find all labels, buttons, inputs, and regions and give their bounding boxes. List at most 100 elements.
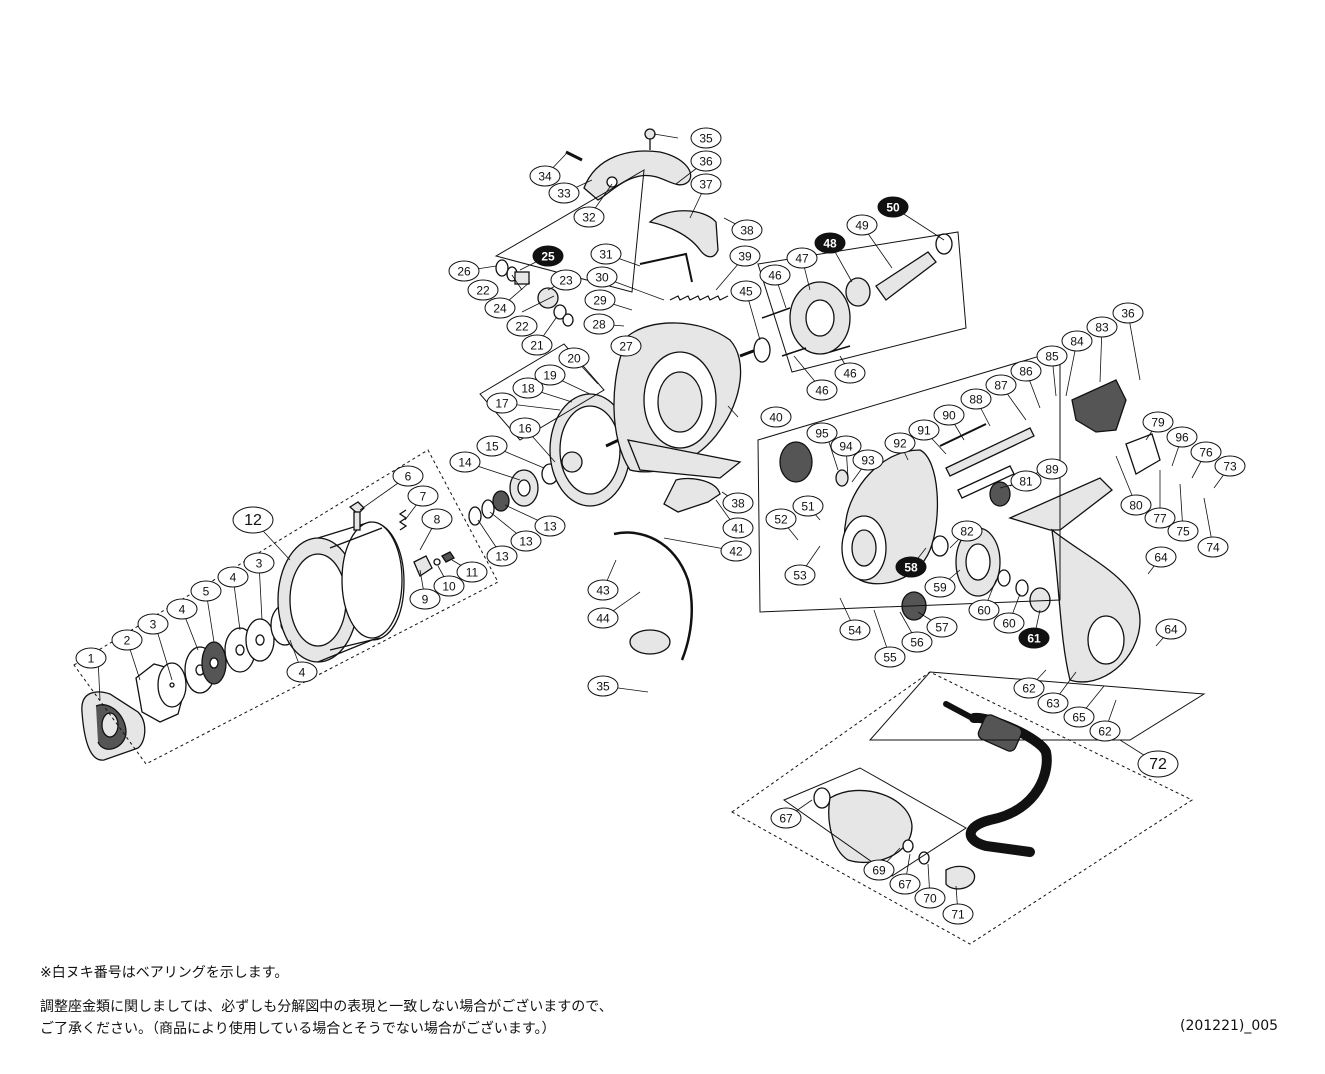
part-callout-p40[interactable]: 40	[760, 406, 792, 428]
part-callout-p80[interactable]: 80	[1120, 494, 1152, 516]
part-callout-p62b[interactable]: 62	[1089, 720, 1121, 742]
part-callout-p38b[interactable]: 38	[722, 492, 754, 514]
part-callout-p37[interactable]: 37	[690, 173, 722, 195]
part-callout-p13c[interactable]: 13	[534, 515, 566, 537]
part-callout-p60b[interactable]: 60	[993, 612, 1025, 634]
part-callout-p14[interactable]: 14	[449, 451, 481, 473]
part-callout-p13b[interactable]: 13	[510, 530, 542, 552]
part-callout-p50[interactable]: 50	[877, 196, 909, 218]
part-callout-p41[interactable]: 41	[722, 517, 754, 539]
part-callout-p6[interactable]: 6	[392, 465, 424, 487]
group-callout-g72[interactable]: 72	[1137, 750, 1179, 778]
part-callout-p51[interactable]: 51	[792, 495, 824, 517]
part-callout-p84[interactable]: 84	[1061, 330, 1093, 352]
part-callout-p8[interactable]: 8	[421, 508, 453, 530]
part-callout-p83[interactable]: 83	[1086, 316, 1118, 338]
part-callout-p59[interactable]: 59	[924, 576, 956, 598]
part-callout-p71[interactable]: 71	[942, 903, 974, 925]
part-callout-p39[interactable]: 39	[729, 245, 761, 267]
part-callout-p25[interactable]: 25	[532, 245, 564, 267]
part-callout-p3a[interactable]: 3	[137, 613, 169, 635]
part-callout-p46b[interactable]: 46	[806, 379, 838, 401]
part-callout-p30[interactable]: 30	[586, 266, 618, 288]
part-callout-p58[interactable]: 58	[895, 556, 927, 578]
part-callout-p36a[interactable]: 36	[690, 150, 722, 172]
part-callout-p2[interactable]: 2	[111, 629, 143, 651]
part-callout-p26[interactable]: 26	[448, 260, 480, 282]
part-callout-p85[interactable]: 85	[1036, 345, 1068, 367]
part-callout-p91[interactable]: 91	[908, 419, 940, 441]
part-callout-p61[interactable]: 61	[1018, 627, 1050, 649]
part-callout-p54[interactable]: 54	[839, 619, 871, 641]
part-callout-p55[interactable]: 55	[874, 646, 906, 668]
part-callout-p79[interactable]: 79	[1142, 411, 1174, 433]
part-callout-p73[interactable]: 73	[1214, 455, 1246, 477]
part-callout-p35b[interactable]: 35	[587, 675, 619, 697]
part-callout-p65[interactable]: 65	[1063, 706, 1095, 728]
part-callout-p42[interactable]: 42	[720, 540, 752, 562]
part-callout-p93[interactable]: 93	[852, 449, 884, 471]
part-callout-p62a[interactable]: 62	[1013, 677, 1045, 699]
part-callout-p20[interactable]: 20	[558, 347, 590, 369]
part-callout-p32[interactable]: 32	[573, 206, 605, 228]
part-callout-p4b[interactable]: 4	[217, 566, 249, 588]
part-callout-p63[interactable]: 63	[1037, 692, 1069, 714]
part-callout-p45[interactable]: 45	[730, 280, 762, 302]
part-callout-p36b[interactable]: 36	[1112, 302, 1144, 324]
part-callout-p22b[interactable]: 22	[506, 315, 538, 337]
part-callout-p89[interactable]: 89	[1036, 458, 1068, 480]
part-callout-p9[interactable]: 9	[409, 588, 441, 610]
part-callout-p3b[interactable]: 3	[243, 552, 275, 574]
part-callout-p43[interactable]: 43	[587, 579, 619, 601]
part-callout-p18[interactable]: 18	[512, 377, 544, 399]
part-callout-p64a[interactable]: 64	[1145, 546, 1177, 568]
part-callout-p67b[interactable]: 67	[889, 873, 921, 895]
part-callout-p70[interactable]: 70	[914, 887, 946, 909]
part-callout-p17[interactable]: 17	[486, 392, 518, 414]
part-callout-p92[interactable]: 92	[884, 432, 916, 454]
part-callout-p7[interactable]: 7	[407, 485, 439, 507]
part-callout-p33[interactable]: 33	[548, 182, 580, 204]
part-callout-p24[interactable]: 24	[484, 297, 516, 319]
part-callout-p1[interactable]: 1	[75, 647, 107, 669]
part-callout-p13a[interactable]: 13	[486, 545, 518, 567]
part-callout-p77[interactable]: 77	[1144, 507, 1176, 529]
part-callout-p94[interactable]: 94	[830, 435, 862, 457]
part-callout-p11[interactable]: 11	[456, 561, 488, 583]
part-callout-p57[interactable]: 57	[926, 616, 958, 638]
part-callout-p23[interactable]: 23	[550, 269, 582, 291]
part-callout-p75[interactable]: 75	[1167, 520, 1199, 542]
part-callout-p82[interactable]: 82	[951, 520, 983, 542]
part-callout-p38a[interactable]: 38	[731, 219, 763, 241]
part-callout-p4a[interactable]: 4	[166, 598, 198, 620]
part-callout-p46a[interactable]: 46	[759, 264, 791, 286]
part-callout-p90[interactable]: 90	[933, 404, 965, 426]
part-callout-p5[interactable]: 5	[190, 580, 222, 602]
part-callout-p60a[interactable]: 60	[968, 599, 1000, 621]
part-callout-p52[interactable]: 52	[765, 508, 797, 530]
part-callout-p53[interactable]: 53	[784, 564, 816, 586]
part-callout-p31[interactable]: 31	[590, 243, 622, 265]
part-callout-p64b[interactable]: 64	[1155, 618, 1187, 640]
part-callout-p29[interactable]: 29	[584, 289, 616, 311]
part-callout-p69[interactable]: 69	[863, 859, 895, 881]
part-callout-p27[interactable]: 27	[610, 335, 642, 357]
part-callout-p34[interactable]: 34	[529, 165, 561, 187]
part-callout-p22a[interactable]: 22	[467, 279, 499, 301]
part-callout-p86[interactable]: 86	[1010, 360, 1042, 382]
part-callout-p15[interactable]: 15	[476, 435, 508, 457]
part-callout-p19[interactable]: 19	[534, 364, 566, 386]
part-callout-p81[interactable]: 81	[1010, 470, 1042, 492]
part-callout-p10[interactable]: 10	[433, 575, 465, 597]
part-callout-p48[interactable]: 48	[814, 232, 846, 254]
part-callout-p47[interactable]: 47	[786, 247, 818, 269]
part-callout-p21[interactable]: 21	[521, 334, 553, 356]
part-callout-p95[interactable]: 95	[806, 422, 838, 444]
part-callout-p46c[interactable]: 46	[834, 362, 866, 384]
part-callout-p49[interactable]: 49	[846, 214, 878, 236]
part-callout-p44[interactable]: 44	[587, 607, 619, 629]
part-callout-p56[interactable]: 56	[901, 631, 933, 653]
part-callout-p4c[interactable]: 4	[286, 661, 318, 683]
part-callout-p28[interactable]: 28	[583, 313, 615, 335]
part-callout-p16[interactable]: 16	[509, 417, 541, 439]
